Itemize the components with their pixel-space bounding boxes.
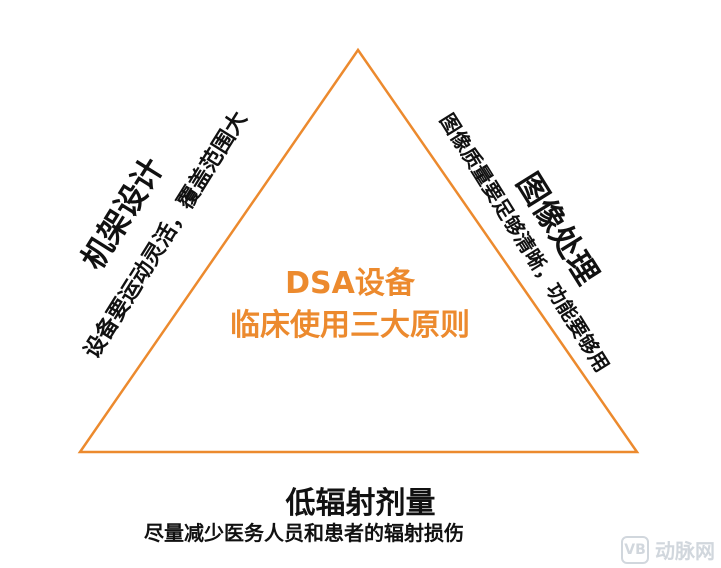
- vb-badge-icon: VB: [621, 535, 649, 564]
- watermark-text: 动脉网: [655, 539, 715, 563]
- bottom-principle-description: 尽量减少医务人员和患者的辐射损伤: [144, 521, 464, 545]
- watermark: VB 动脉网: [621, 535, 715, 564]
- bottom-principle-title: 低辐射剂量: [285, 486, 436, 521]
- center-title-line1: DSA设备: [285, 266, 415, 301]
- triangle-outline: [77, 47, 640, 454]
- center-title-line2: 临床使用三大原则: [230, 308, 470, 343]
